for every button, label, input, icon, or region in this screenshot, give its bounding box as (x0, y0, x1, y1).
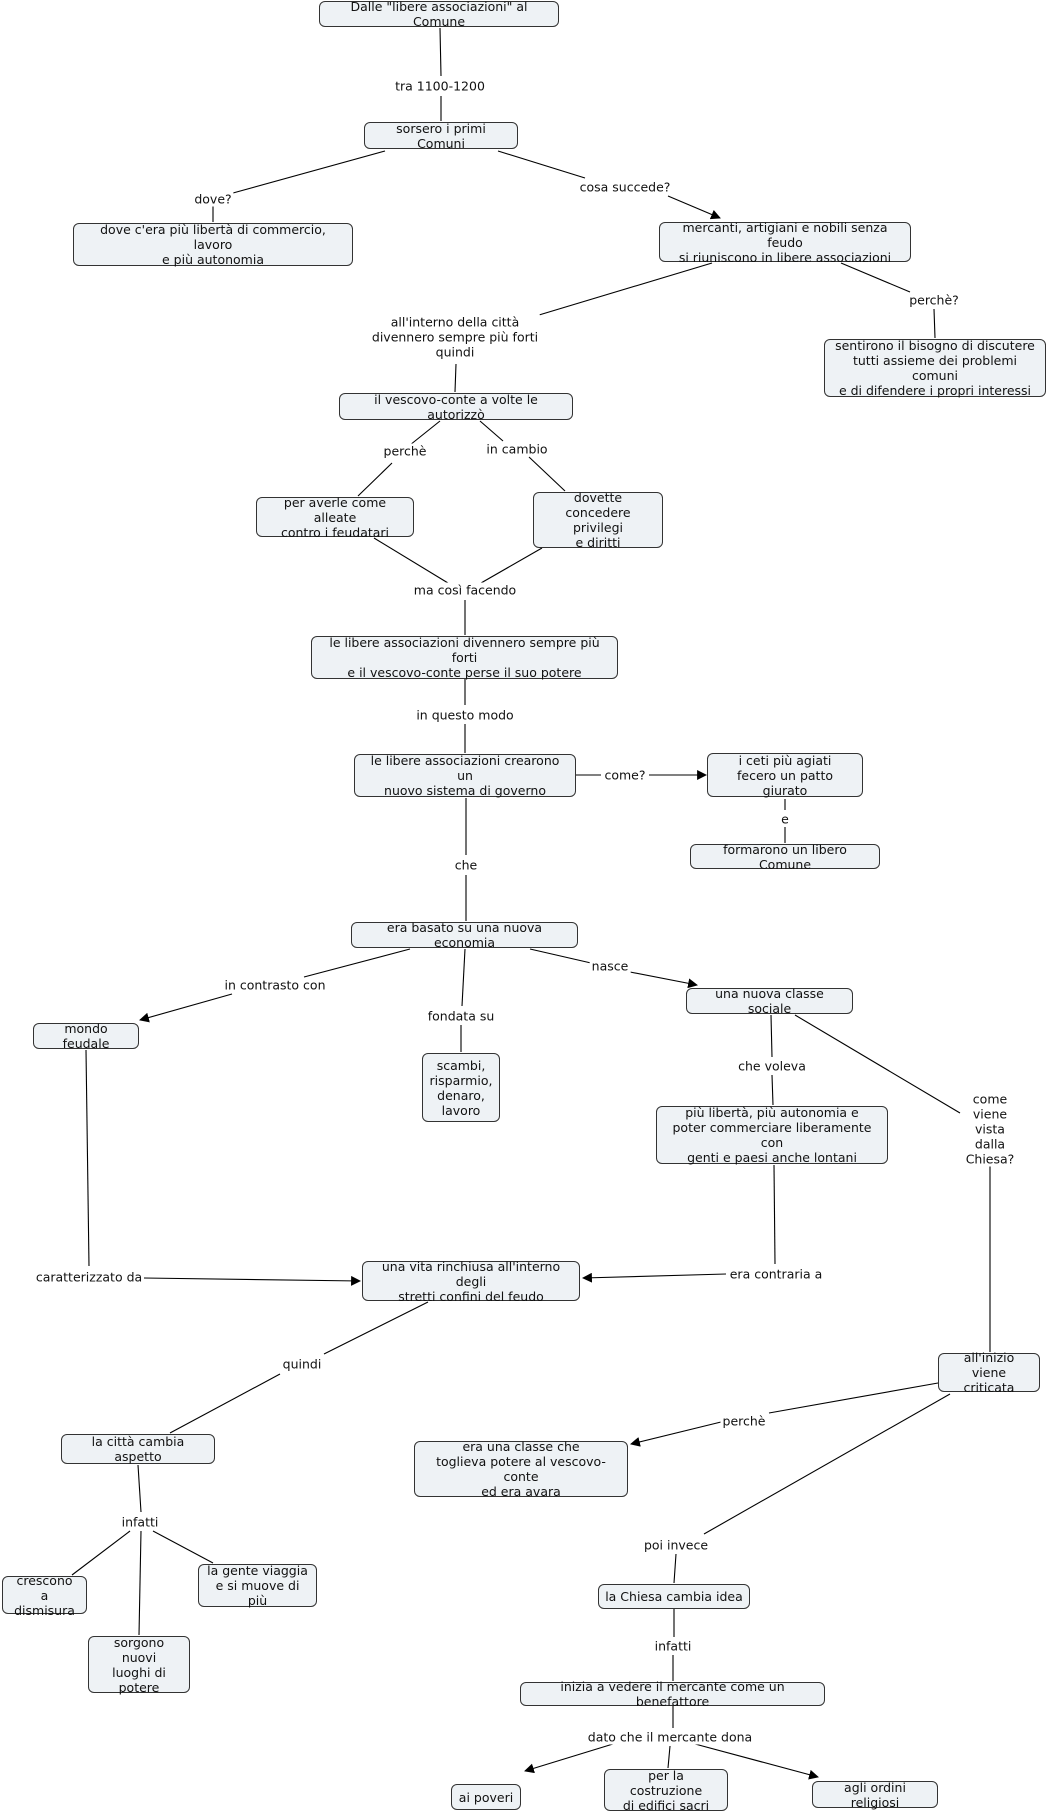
concept-luoghi[interactable]: sorgono nuovi luoghi di potere (88, 1635, 190, 1695)
concept-gente[interactable]: la gente viaggia e si muove di più (198, 1563, 317, 1608)
concept-privilegi[interactable]: dovette concedere privilegi e diritti (533, 490, 663, 550)
link-perche2[interactable]: perchè (381, 443, 429, 459)
link-inquesto[interactable]: in questo modo (414, 707, 516, 723)
connector-line (137, 1464, 142, 1513)
link-vista[interactable]: come viene vista dalla Chiesa? (961, 1091, 1019, 1167)
concept-liberta[interactable]: più libertà, più autonomia e poter comme… (656, 1105, 888, 1165)
concept-agiati[interactable]: i ceti più agiati fecero un patto giurat… (707, 753, 863, 798)
connector-line (85, 1049, 90, 1267)
link-fondata[interactable]: fondata su (425, 1008, 497, 1024)
concept-primi-comuni[interactable]: sorsero i primi Comuni (364, 121, 518, 151)
connector-line (454, 363, 457, 393)
concept-chiesa-idea[interactable]: la Chiesa cambia idea (598, 1584, 750, 1609)
connector-line (538, 262, 713, 316)
link-dove[interactable]: dove? (192, 191, 234, 207)
connector-line[interactable] (139, 993, 233, 1023)
concept-alleate[interactable]: per averle come alleate contro i feudata… (256, 495, 414, 540)
connector-line (703, 1393, 951, 1535)
connector-line[interactable] (630, 1421, 722, 1447)
concept-toglieva[interactable]: era una classe che toglieva potere al ve… (414, 1439, 628, 1499)
link-tra[interactable]: tra 1100-1200 (393, 78, 487, 94)
link-poiinvece[interactable]: poi invece (641, 1537, 711, 1553)
link-perche1[interactable]: perchè? (907, 292, 961, 308)
connector-line (480, 547, 543, 584)
connector-line (169, 1373, 281, 1434)
connector-line[interactable] (582, 1272, 727, 1283)
connector-line (461, 948, 466, 1007)
link-contrasto[interactable]: in contrasto con (222, 977, 328, 993)
concept-citta[interactable]: la città cambia aspetto (61, 1434, 215, 1464)
link-infatti2[interactable]: infatti (652, 1638, 694, 1654)
connector-line (497, 150, 586, 179)
concept-criticata[interactable]: all'inizio viene criticata (938, 1350, 1040, 1395)
concept-edifici[interactable]: per la costruzione di edifici sacri (604, 1768, 728, 1813)
link-e[interactable]: e (779, 811, 791, 827)
connector-line[interactable] (524, 1743, 614, 1774)
link-dona[interactable]: dato che il mercante dona (585, 1729, 755, 1745)
concept-libero-comune[interactable]: formarono un libero Comune (690, 842, 880, 872)
concept-scambi[interactable]: scambi, risparmio, denaro, lavoro (422, 1053, 500, 1122)
connector-line (528, 456, 566, 492)
link-voleva[interactable]: che voleva (736, 1058, 808, 1074)
connector-line (673, 1553, 677, 1584)
connector-line (479, 420, 504, 442)
concept-vescovo[interactable]: il vescovo-conte a volte le autorizzò (339, 392, 573, 422)
connector-line (794, 1014, 961, 1114)
link-come[interactable]: come? (602, 767, 648, 783)
concept-sentirono[interactable]: sentirono il bisogno di discutere tutti … (824, 338, 1046, 398)
link-interno[interactable]: all'interno della città divennero sempre… (369, 314, 541, 360)
connector-line (138, 1530, 142, 1636)
connector-line (770, 1014, 773, 1058)
concept-mondo-feudale[interactable]: mondo feudale (33, 1021, 139, 1051)
concept-title[interactable]: Dalle "libere associazioni" al Comune (319, 0, 559, 29)
concept-poveri[interactable]: ai poveri (451, 1784, 521, 1810)
link-caratterizzato[interactable]: caratterizzato da (33, 1269, 145, 1285)
link-contraria[interactable]: era contraria a (727, 1266, 825, 1282)
connector-line (840, 262, 911, 293)
connector-line (357, 462, 393, 497)
connector-line (152, 1530, 214, 1564)
concept-economia[interactable]: era basato su una nuova economia (351, 920, 578, 950)
link-infatti1[interactable]: infatti (119, 1514, 161, 1530)
connector-line (303, 948, 411, 978)
link-che[interactable]: che (452, 857, 480, 873)
concept-dove-liberta[interactable]: dove c'era più libertà di commercio, lav… (73, 222, 353, 267)
connector-line (439, 27, 442, 77)
connector-line[interactable] (667, 195, 721, 220)
connector-line[interactable] (694, 1743, 819, 1780)
connector-line (232, 150, 386, 194)
connector-line (71, 1530, 131, 1576)
concept-ordini[interactable]: agli ordini religiosi (812, 1780, 938, 1810)
link-macosi[interactable]: ma così facendo (411, 582, 519, 598)
link-incambio[interactable]: in cambio (484, 441, 550, 457)
connector-line (933, 308, 936, 339)
concept-classe[interactable]: una nuova classe sociale (686, 986, 853, 1016)
link-cosa[interactable]: cosa succede? (577, 179, 673, 195)
connector-line[interactable] (629, 971, 698, 989)
connector-line (768, 1382, 939, 1414)
concept-vita[interactable]: una vita rinchiusa all'interno degli str… (362, 1259, 580, 1304)
connector-line (667, 1745, 671, 1769)
link-quindi[interactable]: quindi (280, 1356, 324, 1372)
link-perche3[interactable]: perchè (720, 1413, 768, 1429)
connector-line (773, 1164, 776, 1265)
connector-line[interactable] (143, 1275, 361, 1286)
concept-forti[interactable]: le libere associazioni divennero sempre … (311, 635, 618, 680)
concept-benefattore[interactable]: inizia a vedere il mercante come un bene… (520, 1679, 825, 1709)
concept-mercanti[interactable]: mercanti, artigiani e nobili senza feudo… (659, 220, 911, 265)
concept-crescono[interactable]: crescono a dismisura (2, 1573, 87, 1618)
connector-line (771, 1074, 774, 1106)
concept-sistema[interactable]: le libere associazioni crearono un nuovo… (354, 753, 576, 798)
connector-line (323, 1301, 429, 1355)
link-nasce[interactable]: nasce (589, 958, 631, 974)
connector-line (529, 948, 592, 964)
connector-line (373, 537, 449, 584)
